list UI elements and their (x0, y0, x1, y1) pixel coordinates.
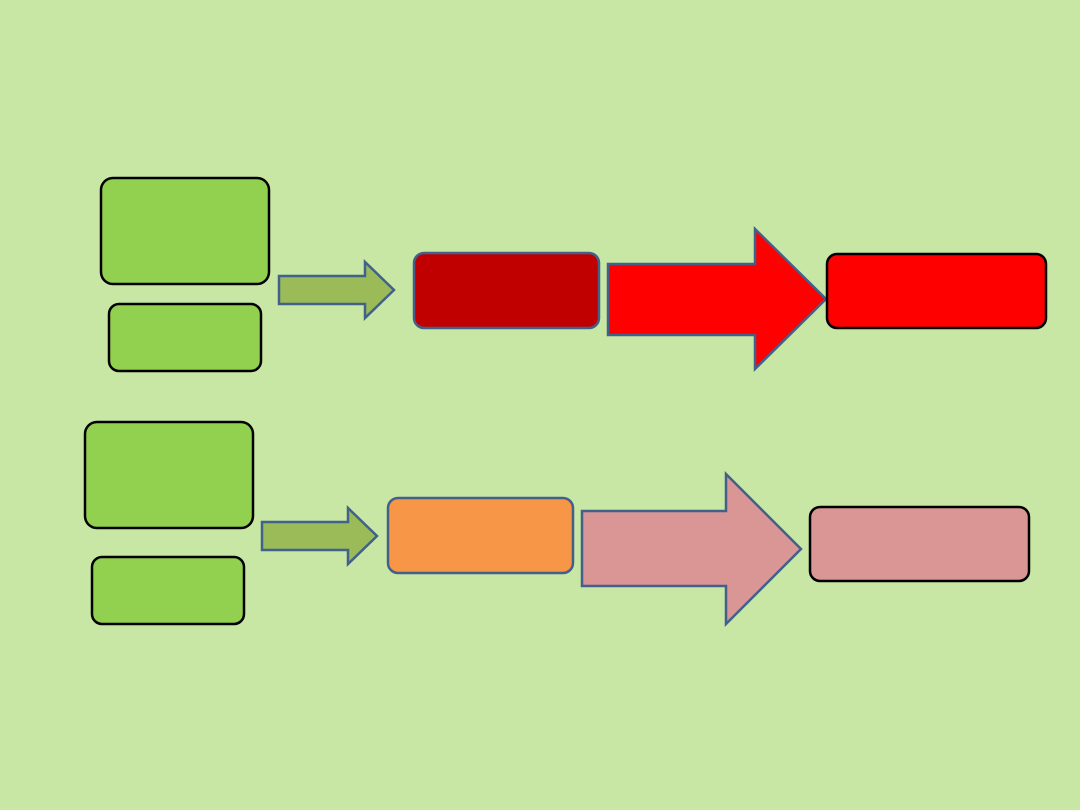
row1-middle-box (412, 251, 601, 330)
row2-output-box (808, 505, 1031, 583)
row2-input-box-bottom (90, 555, 246, 626)
row1-input-box-bottom (107, 302, 263, 373)
row1-small-arrow-icon (277, 259, 396, 321)
row2-input-box-top (83, 420, 255, 530)
flow-row-1 (99, 176, 1048, 373)
row1-output-box (825, 252, 1048, 330)
row2-large-arrow-icon (580, 470, 803, 628)
row1-input-box-top (99, 176, 271, 286)
flow-row-2 (83, 420, 1031, 628)
row1-large-arrow-icon (606, 226, 828, 372)
row2-small-arrow-icon (260, 505, 379, 567)
row2-middle-box (386, 496, 575, 575)
